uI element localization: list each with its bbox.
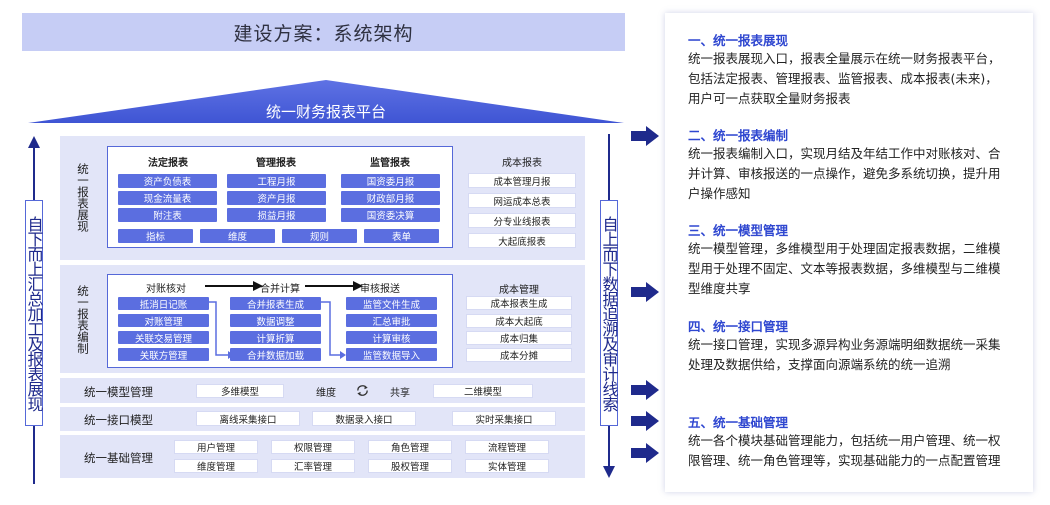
compile-item-consol-report[interactable]: 合并报表生成 xyxy=(230,297,321,311)
section-text: 统一模型管理，多维模型用于处理固定报表数据，二维模型用于处理不固定、文本等报表数… xyxy=(688,241,1001,296)
compile-label: 统一报表编制 xyxy=(76,285,90,354)
display-form[interactable]: 表单 xyxy=(364,229,439,243)
report-item-balance-sheet[interactable]: 资产负债表 xyxy=(118,174,217,188)
report-item-sasac-final[interactable]: 国资委决算 xyxy=(341,208,440,222)
cost-mgmt-allocate[interactable]: 成本分摊 xyxy=(466,348,572,362)
bottom-up-label: 自下而上汇总加工及报表展现 xyxy=(25,200,44,426)
cost-mgmt-collect[interactable]: 成本归集 xyxy=(466,331,572,345)
display-dimension[interactable]: 维度 xyxy=(200,229,275,243)
sync-icon xyxy=(357,385,368,396)
dimension-text: 维度 xyxy=(316,388,336,399)
equity-mgmt[interactable]: 股权管理 xyxy=(368,459,452,473)
consolidate-heading: 合并计算 xyxy=(260,284,300,295)
top-down-label: 自上而下数据追溯及审计线索 xyxy=(600,200,619,426)
legal-report-heading: 法定报表 xyxy=(148,158,188,169)
report-item-asset-monthly[interactable]: 资产月报 xyxy=(227,191,326,205)
connector-line xyxy=(320,301,346,359)
compile-item-adjust[interactable]: 数据调整 xyxy=(230,314,321,328)
section-display: 一、统一报表展现 统一报表展现入口，报表全量展示在统一财务报表平台，包括法定报表… xyxy=(688,30,1008,109)
description-panel xyxy=(665,13,1033,492)
report-item-mof-monthly[interactable]: 财政部月报 xyxy=(341,191,440,205)
workflow-mgmt[interactable]: 流程管理 xyxy=(465,440,549,454)
right-arrow-icon xyxy=(631,282,659,302)
cost-item-specialty[interactable]: 分专业线报表 xyxy=(468,213,576,228)
permission-mgmt[interactable]: 权限管理 xyxy=(271,440,355,454)
cost-item-overview[interactable]: 大起底报表 xyxy=(468,233,576,248)
realtime-collect-interface[interactable]: 实时采集接口 xyxy=(452,411,556,426)
display-label: 统一报表展现 xyxy=(76,163,90,232)
section-base: 五、统一基础管理 统一各个模块基础管理能力，包括统一用户管理、统一权限管理、统一… xyxy=(688,412,1008,471)
reg-report-heading: 监管报表 xyxy=(370,158,410,169)
dimension-mgmt[interactable]: 维度管理 xyxy=(174,459,258,473)
compile-item-reconcile[interactable]: 对账管理 xyxy=(118,314,209,328)
report-item-project-monthly[interactable]: 工程月报 xyxy=(227,174,326,188)
section-text: 统一接口管理，实现多源异构业务源端明细数据统一采集处理及数据供给，支撑面向源端系… xyxy=(688,337,1001,372)
section-interface: 四、统一接口管理 统一接口管理，实现多源异构业务源端明细数据统一采集处理及数据供… xyxy=(688,316,1008,375)
cost-report-heading: 成本报表 xyxy=(502,158,542,169)
report-item-sasac-monthly[interactable]: 国资委月报 xyxy=(341,174,440,188)
section-title: 一、统一报表展现 xyxy=(688,33,789,48)
section-text: 统一各个模块基础管理能力，包括统一用户管理、统一权限管理、统一角色管理等，实现基… xyxy=(688,433,1001,468)
model-label: 统一模型管理 xyxy=(84,385,153,399)
compile-item-related-party[interactable]: 关联方管理 xyxy=(118,348,209,362)
flow-arrow-icon xyxy=(205,281,263,291)
fx-rate-mgmt[interactable]: 汇率管理 xyxy=(271,459,355,473)
data-entry-interface[interactable]: 数据录入接口 xyxy=(312,411,416,426)
section-title: 五、统一基础管理 xyxy=(688,415,789,430)
cost-item-network[interactable]: 网运成本总表 xyxy=(468,193,576,208)
section-text: 统一报表展现入口，报表全量展示在统一财务报表平台，包括法定报表、管理报表、监管报… xyxy=(688,51,1001,106)
compile-item-related-trade[interactable]: 关联交易管理 xyxy=(118,331,209,345)
entity-mgmt[interactable]: 实体管理 xyxy=(465,459,549,473)
compile-item-reg-import[interactable]: 监管数据导入 xyxy=(346,348,437,362)
platform-roof xyxy=(28,80,624,123)
interface-label: 统一接口模型 xyxy=(84,413,153,427)
cost-mgmt-overview[interactable]: 成本大起底 xyxy=(466,314,572,328)
audit-submit-heading: 审核报送 xyxy=(360,284,400,295)
cost-mgmt-report-gen[interactable]: 成本报表生成 xyxy=(466,296,572,310)
display-metric[interactable]: 指标 xyxy=(118,229,193,243)
cost-mgmt-heading: 成本管理 xyxy=(499,285,539,296)
section-text: 统一报表编制入口，实现月结及年结工作中对账核对、合并计算、审核报送的一点操作，避… xyxy=(688,146,1001,201)
cost-item-monthly[interactable]: 成本管理月报 xyxy=(468,173,576,188)
offline-collect-interface[interactable]: 离线采集接口 xyxy=(196,411,300,426)
right-arrow-icon xyxy=(631,126,659,146)
report-item-pl-monthly[interactable]: 损益月报 xyxy=(227,208,326,222)
section-compile: 二、统一报表编制 统一报表编制入口，实现月结及年结工作中对账核对、合并计算、审核… xyxy=(688,125,1008,204)
flow-arrow-icon xyxy=(305,281,363,291)
compile-item-consol-load[interactable]: 合并数据加载 xyxy=(230,348,321,362)
compile-item-reg-file[interactable]: 监管文件生成 xyxy=(346,297,437,311)
role-mgmt[interactable]: 角色管理 xyxy=(368,440,452,454)
right-arrow-icon xyxy=(631,380,659,400)
section-title: 二、统一报表编制 xyxy=(688,128,789,143)
compile-item-translate[interactable]: 计算折算 xyxy=(230,331,321,345)
right-arrow-icon xyxy=(631,443,659,463)
base-label: 统一基础管理 xyxy=(84,451,153,465)
report-item-notes[interactable]: 附注表 xyxy=(118,208,217,222)
compile-item-calc-audit[interactable]: 计算审核 xyxy=(346,331,437,345)
display-rule[interactable]: 规则 xyxy=(282,229,357,243)
section-title: 三、统一模型管理 xyxy=(688,223,789,238)
right-arrow-icon xyxy=(631,411,659,431)
report-item-cashflow[interactable]: 现金流量表 xyxy=(118,191,217,205)
section-title: 四、统一接口管理 xyxy=(688,319,789,334)
share-text: 共享 xyxy=(390,388,410,399)
reconcile-heading: 对账核对 xyxy=(146,284,186,295)
compile-item-summary-approve[interactable]: 汇总审批 xyxy=(346,314,437,328)
user-mgmt[interactable]: 用户管理 xyxy=(174,440,258,454)
mgmt-report-heading: 管理报表 xyxy=(256,158,296,169)
section-model: 三、统一模型管理 统一模型管理，多维模型用于处理固定报表数据，二维模型用于处理不… xyxy=(688,220,1008,299)
multi-dim-model[interactable]: 多维模型 xyxy=(196,384,284,398)
two-dim-model[interactable]: 二维模型 xyxy=(433,384,533,398)
page-title: 建设方案：系统架构 xyxy=(22,13,625,51)
platform-label: 统一财务报表平台 xyxy=(265,103,386,121)
compile-item-elim-journal[interactable]: 抵消日记账 xyxy=(118,297,209,311)
